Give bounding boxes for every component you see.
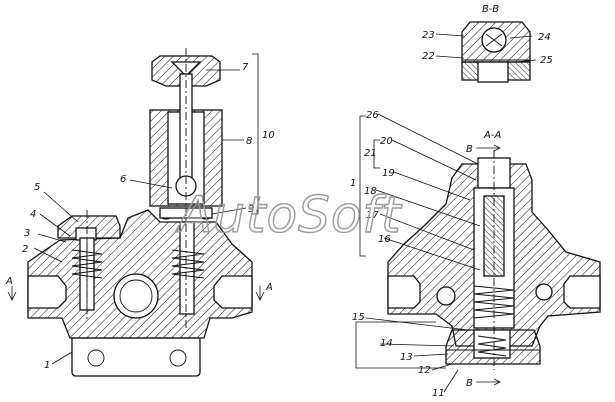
callout-15: 15 — [352, 312, 365, 323]
bracket-10 — [252, 53, 259, 215]
section-b-label-top: B — [466, 144, 473, 155]
right-spring — [171, 249, 205, 279]
callout-13: 13 — [400, 352, 413, 363]
section-bb-title: B-B — [482, 4, 499, 15]
section-aa-view: A-A B B — [350, 110, 601, 399]
aa-port-hole-left — [436, 286, 456, 306]
flange-hole-left — [87, 349, 105, 367]
section-b-label-bottom: B — [466, 378, 473, 389]
bracket-26 — [359, 115, 366, 257]
callout-25: 25 — [540, 55, 553, 66]
callout-18: 18 — [364, 186, 377, 197]
bracket-21 — [373, 139, 380, 169]
section-a-label-right: A — [265, 282, 273, 293]
bb-lower-bore — [477, 61, 509, 83]
aa-right-port — [563, 275, 601, 309]
left-port — [27, 275, 67, 309]
section-a-label-left: A — [5, 276, 13, 287]
callout-21: 21 — [364, 148, 377, 159]
callout-17: 17 — [366, 210, 379, 221]
bb-cross — [485, 33, 503, 47]
callout-4: 4 — [30, 209, 36, 220]
mounting-flange — [71, 337, 201, 377]
callout-6: 6 — [120, 174, 126, 185]
callout-1: 1 — [44, 360, 50, 371]
callout-11: 11 — [432, 388, 445, 399]
left-view: A A 5 4 3 2 1 6 7 8 9 10 — [5, 48, 275, 377]
callout-12: 12 — [418, 365, 431, 376]
callout-20: 20 — [380, 136, 393, 147]
section-a-arrow-right — [255, 286, 265, 301]
callout-22: 22 — [422, 51, 435, 62]
callout-26: 26 — [366, 110, 379, 121]
callout-5: 5 — [34, 182, 40, 193]
aa-lower-spring — [473, 285, 515, 319]
watermark-text: AutoSoft — [175, 186, 403, 244]
callout-16: 16 — [378, 234, 391, 245]
callout-23: 23 — [422, 30, 435, 41]
flange-hole-right — [169, 349, 187, 367]
aa-left-port — [387, 275, 421, 309]
callout-24: 24 — [538, 32, 551, 43]
section-aa-title: A-A — [483, 130, 501, 141]
callout-10: 10 — [262, 130, 275, 141]
aa-bottom-spring — [477, 335, 507, 357]
callout-3: 3 — [24, 228, 30, 239]
section-bb-view: B-B 23 22 24 25 — [422, 4, 553, 83]
bracket-11 — [355, 321, 446, 369]
callout-2: 2 — [22, 244, 28, 255]
callout-19: 19 — [382, 168, 395, 179]
aa-port-hole-right — [535, 283, 553, 301]
section-a-arrow-left — [7, 286, 17, 301]
callout-1b: 1 — [350, 178, 356, 189]
central-bore-inner — [119, 279, 153, 313]
callout-14: 14 — [380, 338, 393, 349]
central-bore — [113, 273, 159, 319]
section-b-arrow-bottom — [476, 378, 501, 386]
callout-8: 8 — [246, 136, 252, 147]
callout-7: 7 — [242, 62, 249, 73]
left-cap — [57, 215, 121, 239]
callout-9: 9 — [248, 204, 254, 215]
right-port — [213, 275, 253, 309]
section-b-arrow-top — [476, 144, 501, 152]
